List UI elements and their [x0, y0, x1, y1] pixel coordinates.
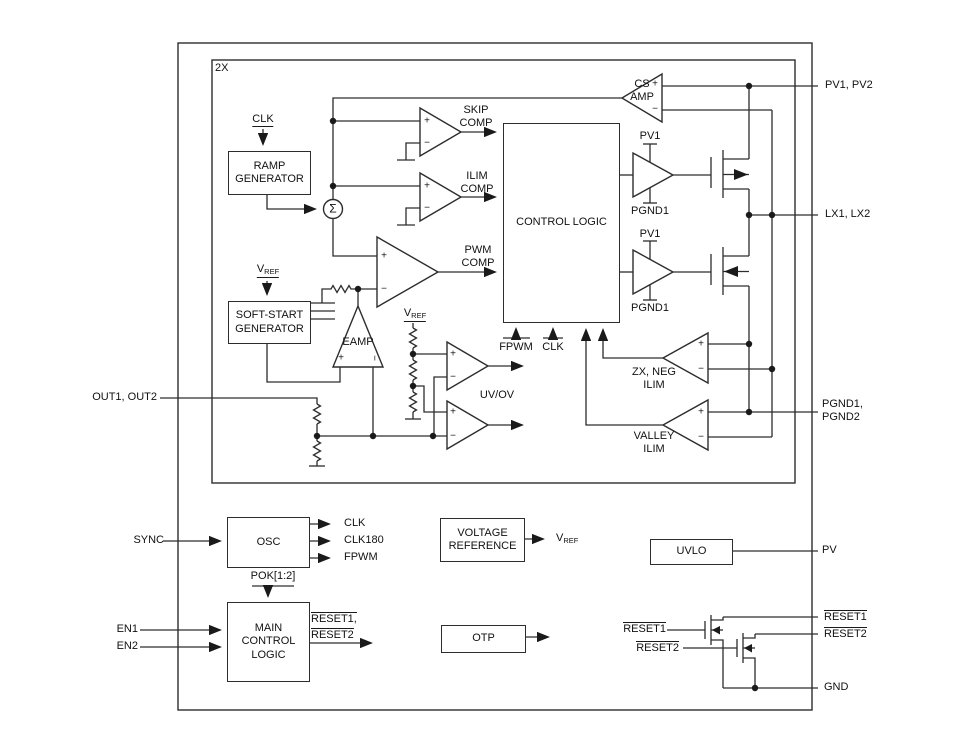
ilim-comp-label: ILIM COMP	[460, 170, 494, 195]
reset1-in-label: RESET1	[623, 622, 666, 635]
summing-node	[322, 198, 344, 220]
uv-ov-label: UV/OV	[479, 389, 515, 401]
pin-pv: PV	[822, 544, 837, 556]
pwm-comp-plus: +	[381, 250, 387, 262]
main-control-logic-label: MAIN CONTROL LOGIC	[241, 622, 296, 661]
cs-amp-triangle	[620, 72, 663, 124]
soft-start-label: SOFT-START GENERATOR	[235, 309, 304, 335]
pwm-comp-label: PWM COMP	[461, 244, 495, 269]
block-otp: OTP	[441, 625, 526, 653]
reset2-mcl-out-label: RESET2	[311, 628, 354, 641]
pwm-comp-triangle	[376, 235, 440, 309]
reset2-fet-arrow	[744, 644, 752, 653]
ov-comp-triangle	[446, 399, 490, 451]
pin-pgnd1-pgnd2: PGND1, PGND2	[822, 398, 863, 423]
pwm-comp-minus: −	[381, 283, 387, 295]
fpwm-internal-label: FPWM	[499, 341, 533, 353]
cs-amp-label: CS AMP	[630, 78, 654, 103]
block-osc: OSC	[227, 517, 310, 568]
block-control-logic: CONTROL LOGIC	[503, 123, 620, 323]
otp-label: OTP	[472, 632, 495, 645]
block-voltage-reference: VOLTAGE REFERENCE	[440, 518, 525, 562]
eamp-label: EAMP	[342, 336, 374, 348]
block-ramp-generator: RAMP GENERATOR	[228, 151, 311, 195]
valley-ilim-triangle	[661, 398, 709, 452]
skip-comp-triangle	[419, 106, 463, 158]
vref-uvov-label: VREF	[403, 307, 427, 322]
diagram-borders	[177, 42, 813, 711]
ilim-comp-minus: −	[424, 202, 430, 214]
skip-comp-label: SKIP COMP	[459, 104, 493, 129]
driver1-triangle	[632, 151, 675, 199]
osc-label: OSC	[256, 535, 281, 548]
pin-reset1-out: RESET1	[824, 610, 867, 623]
osc-clk180-out-label: CLK180	[344, 534, 384, 546]
driver2-pv1-label: PV1	[639, 228, 661, 240]
inner-box-2x-tag: 2X	[215, 62, 229, 74]
valley-comp-minus: −	[698, 431, 704, 443]
ilim-comp-triangle	[419, 171, 463, 223]
cs-amp-minus: −	[652, 103, 658, 115]
wires	[140, 85, 818, 689]
osc-fpwm-out-label: FPWM	[344, 551, 378, 563]
block-uvlo: UVLO	[650, 539, 733, 565]
control-logic-label: CONTROL LOGIC	[516, 216, 607, 229]
pok-label: POK[1:2]	[250, 570, 296, 582]
uv-comp-triangle	[446, 340, 490, 392]
sigma-symbol: Σ	[329, 201, 337, 216]
eamp-plus: +	[338, 352, 344, 364]
reset1-fet-arrow	[712, 626, 720, 635]
pin-en2: EN2	[116, 640, 138, 652]
zx-neg-ilim-triangle	[661, 331, 709, 385]
skip-comp-minus: −	[424, 137, 430, 149]
clk-internal-label: CLK	[542, 341, 564, 353]
driver1-pgnd1-label: PGND1	[631, 205, 669, 217]
voltage-reference-label: VOLTAGE REFERENCE	[448, 526, 517, 552]
vref-softstart-label: VREF	[256, 263, 280, 278]
pin-reset2-out: RESET2	[824, 627, 867, 640]
ov-comp-minus: −	[450, 430, 456, 442]
ov-comp-plus: +	[450, 406, 456, 418]
pin-en1: EN1	[116, 623, 138, 635]
driver2-triangle	[632, 248, 675, 296]
pin-out1-out2: OUT1, OUT2	[92, 391, 157, 403]
uv-comp-minus: −	[450, 371, 456, 383]
driver1-pv1-label: PV1	[639, 130, 661, 142]
zx-neg-ilim-label: ZX, NEG ILIM	[631, 366, 676, 391]
pin-sync: SYNC	[133, 534, 164, 546]
eamp-triangle	[331, 304, 385, 368]
lowside-fet-arrow	[724, 266, 738, 277]
osc-clk-out-label: CLK	[344, 517, 366, 529]
inner-2x-box	[211, 59, 796, 484]
pin-gnd: GND	[824, 681, 849, 693]
ilim-comp-plus: +	[424, 180, 430, 192]
zx-comp-minus: −	[698, 363, 704, 375]
junction-dots	[313, 82, 776, 692]
cs-amp-plus: +	[652, 78, 658, 90]
eamp-minus: −	[368, 355, 380, 361]
pin-pv1-pv2: PV1, PV2	[825, 79, 873, 91]
vref-output-label: VREF	[556, 532, 579, 545]
driver2-pgnd1-label: PGND1	[631, 302, 669, 314]
skip-comp-plus: +	[424, 115, 430, 127]
zx-comp-plus: +	[698, 338, 704, 350]
uv-comp-plus: +	[450, 348, 456, 360]
valley-ilim-label: VALLEY ILIM	[633, 430, 675, 455]
clk-top-label: CLK	[252, 113, 274, 127]
amp-symbols	[322, 72, 709, 452]
pin-lx1-lx2: LX1, LX2	[825, 208, 871, 220]
reset2-in-label: RESET2	[636, 641, 679, 654]
mosfet-arrows	[712, 169, 752, 653]
block-main-control-logic: MAIN CONTROL LOGIC	[227, 602, 310, 682]
outer-box	[177, 42, 813, 711]
ramp-generator-label: RAMP GENERATOR	[235, 159, 304, 185]
valley-comp-plus: +	[698, 406, 704, 418]
highside-fet-arrow	[734, 169, 748, 180]
uvlo-label: UVLO	[676, 545, 707, 558]
reset1-mcl-out-label: RESET1,	[311, 612, 357, 625]
block-soft-start-generator: SOFT-START GENERATOR	[228, 301, 311, 344]
